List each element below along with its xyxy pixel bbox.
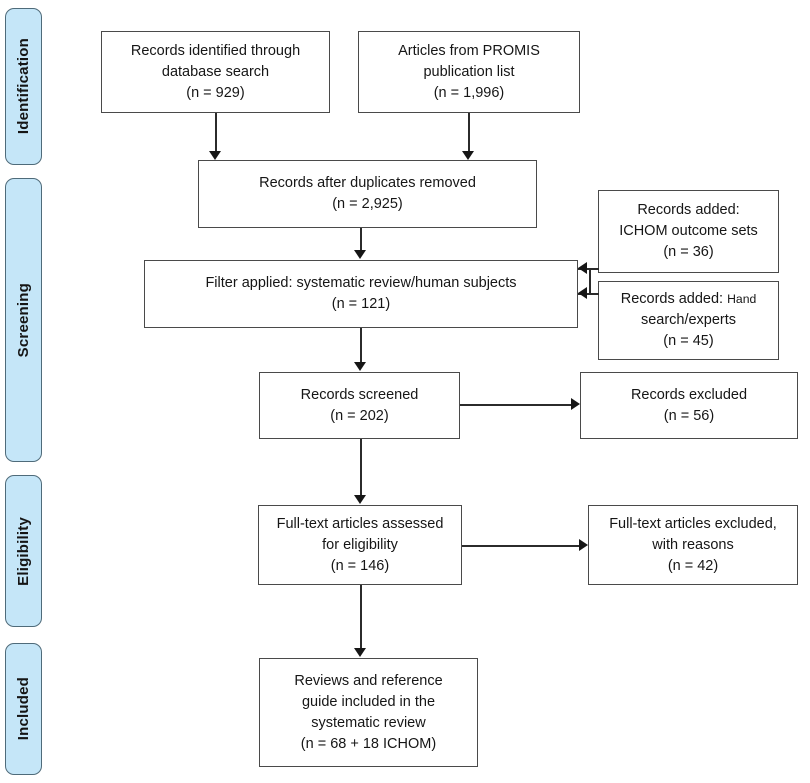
box-filter-applied: Filter applied: systematic review/human … (144, 260, 578, 328)
box-included-final-text: Reviews and reference guide included in … (294, 672, 443, 752)
connector-identified-to-duplicates (215, 113, 217, 151)
arrowhead-identified-to-duplicates (209, 151, 221, 160)
box-records-added-hand-text: Records added: Hand search/experts (n = … (621, 289, 757, 352)
arrowhead-screened-to-excluded (571, 398, 580, 410)
box-duplicates-removed-text: Records after duplicates removed (n = 2,… (259, 175, 476, 212)
arrowhead-filter-to-screened (354, 362, 366, 371)
arrowhead-promis-to-duplicates (462, 151, 474, 160)
arrowhead-fulltext-to-excluded (579, 539, 588, 551)
arrowhead-screened-to-fulltext (354, 495, 366, 504)
box-records-added-hand-main: Records added: (620, 291, 728, 307)
box-records-added-hand-small: Hand (727, 292, 757, 306)
arrowhead-duplicates-to-filter (354, 250, 366, 259)
connector-added-hand-stub (587, 293, 599, 295)
connector-fulltext-to-included (360, 585, 362, 648)
box-records-screened: Records screened (n = 202) (259, 372, 460, 439)
arrowhead-ichom-to-filter (578, 262, 587, 274)
box-records-excluded: Records excluded (n = 56) (580, 372, 798, 439)
stage-label-included: Included (15, 677, 32, 741)
stage-pill-screening: Screening (5, 178, 42, 462)
stage-label-eligibility: Eligibility (15, 516, 32, 586)
box-records-added-hand-rest: search/experts (n = 45) (640, 312, 737, 349)
box-records-added-ichom: Records added: ICHOM outcome sets (n = 3… (598, 190, 779, 273)
connector-fulltext-to-excluded (462, 545, 581, 547)
box-fulltext-assessed: Full-text articles assessed for eligibil… (258, 505, 462, 585)
stage-label-identification: Identification (15, 38, 32, 135)
stage-label-screening: Screening (15, 282, 32, 358)
box-fulltext-assessed-text: Full-text articles assessed for eligibil… (276, 515, 444, 574)
box-duplicates-removed: Records after duplicates removed (n = 2,… (198, 160, 537, 228)
connector-filter-to-screened (360, 328, 362, 362)
arrowhead-fulltext-to-included (354, 648, 366, 657)
box-included-final: Reviews and reference guide included in … (259, 658, 478, 767)
arrowhead-hand-to-filter (578, 287, 587, 299)
box-records-identified: Records identified through database sear… (101, 31, 330, 113)
box-records-added-ichom-text: Records added: ICHOM outcome sets (n = 3… (619, 202, 758, 260)
box-records-added-hand: Records added: Hand search/experts (n = … (598, 281, 779, 360)
stage-pill-eligibility: Eligibility (5, 475, 42, 627)
connector-added-vertical-join (589, 268, 591, 293)
box-records-identified-text: Records identified through database sear… (130, 42, 301, 101)
box-filter-applied-text: Filter applied: systematic review/human … (205, 275, 517, 312)
box-fulltext-excluded: Full-text articles excluded, with reason… (588, 505, 798, 585)
stage-pill-included: Included (5, 643, 42, 775)
connector-screened-to-excluded (460, 404, 573, 406)
box-records-screened-text: Records screened (n = 202) (300, 386, 419, 424)
connector-duplicates-to-filter (360, 228, 362, 250)
connector-added-ichom-stub (589, 268, 599, 270)
stage-pill-identification: Identification (5, 8, 42, 165)
box-promis-articles: Articles from PROMIS publication list (n… (358, 31, 580, 113)
box-records-excluded-text: Records excluded (n = 56) (630, 386, 748, 424)
box-promis-articles-text: Articles from PROMIS publication list (n… (398, 42, 540, 101)
connector-screened-to-fulltext (360, 439, 362, 495)
box-fulltext-excluded-text: Full-text articles excluded, with reason… (609, 515, 777, 574)
connector-promis-to-duplicates (468, 113, 470, 151)
